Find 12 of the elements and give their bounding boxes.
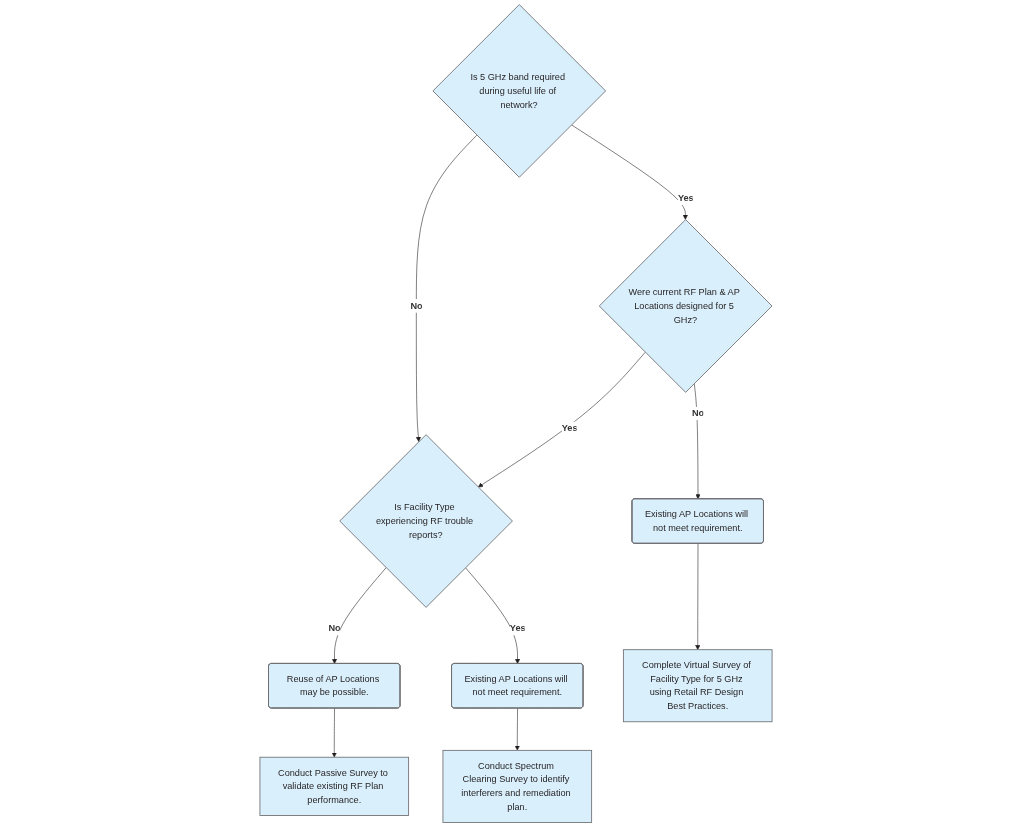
node-diamond: Is Facility Type experiencing RF trouble reports? xyxy=(339,434,513,608)
edge-label: No xyxy=(410,300,423,311)
node-box: Conduct Spectrum Clearing Survey to identify interferers and remediation plan. xyxy=(442,749,593,823)
edge-label: Yes xyxy=(509,623,526,634)
edge-label: No xyxy=(691,408,705,419)
node-diamond: Is 5 GHz band required during useful life of network? xyxy=(432,4,607,178)
node-diamond: Were current RF Plan & AP Locations designed for 5 GHz? xyxy=(598,219,773,393)
edge-label: Yes xyxy=(561,423,578,433)
node-box: Complete Virtual Survey of Facility Type for 5 GHz using Retail RF Design Best Practices. xyxy=(622,649,773,723)
node-box: Conduct Passive Survey to validate existing RF Plan performance. xyxy=(259,756,410,816)
edge-label: Yes xyxy=(677,193,694,204)
edge-label: No xyxy=(328,623,341,634)
